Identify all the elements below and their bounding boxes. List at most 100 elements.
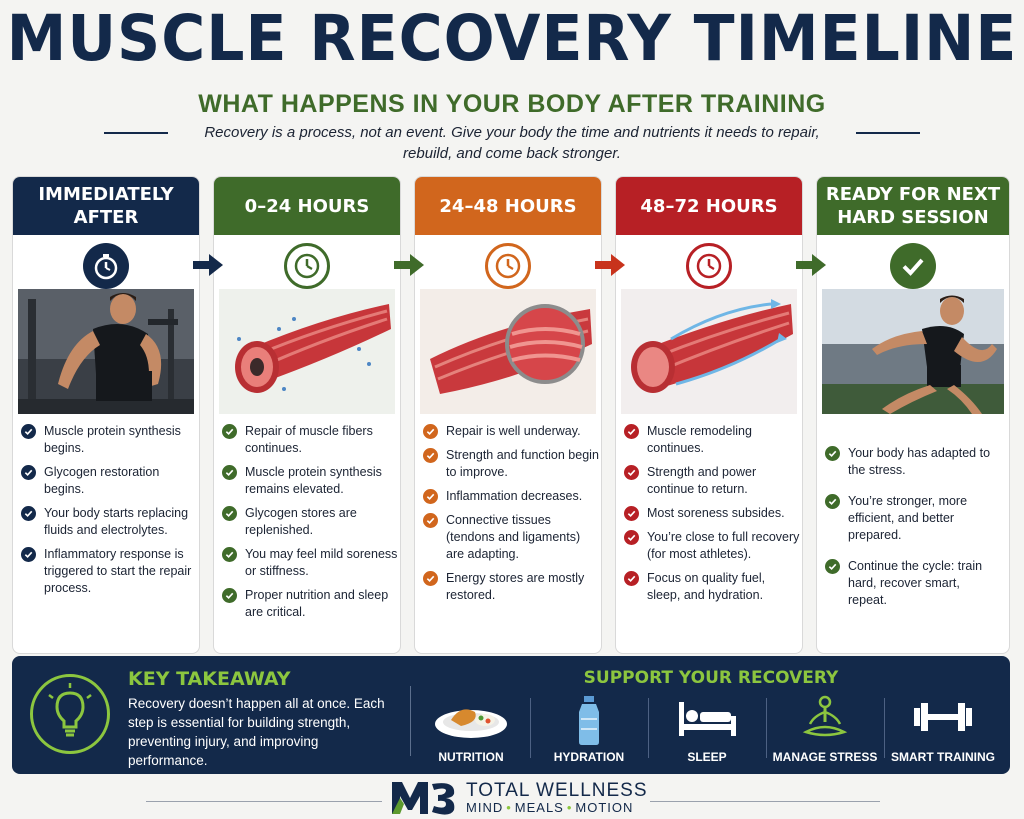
stage-0-24-hours: 0–24 HOURS Repair of muscle fibers conti… [213, 176, 401, 654]
checkmark-icon [890, 243, 936, 289]
checkmark-icon [222, 547, 237, 562]
stage-24-48-hours: 24–48 HOURS Repair is well underway. Str… [414, 176, 602, 654]
brand-tagline: MIND•MEALS•MOTION [466, 800, 634, 815]
stage-heading: 48–72 HOURS [616, 177, 802, 235]
checkmark-icon [825, 559, 840, 574]
arrow-right-icon [595, 254, 625, 276]
checkmark-icon [21, 424, 36, 439]
checkmark-icon [423, 489, 438, 504]
checkmark-icon [222, 588, 237, 603]
list-item: Strength and power continue to return. [624, 464, 800, 498]
checkmark-icon [423, 424, 438, 439]
arrow-right-icon [193, 254, 223, 276]
list-item: Most soreness subsides. [624, 505, 800, 522]
checkmark-icon [825, 494, 840, 509]
divider [530, 698, 531, 758]
checkmark-icon [423, 448, 438, 463]
divider [648, 698, 649, 758]
checkmark-icon [624, 424, 639, 439]
list-item: Your body has adapted to the stress. [825, 445, 1001, 479]
key-takeaway-text: Recovery doesn’t happen all at once. Eac… [128, 696, 385, 768]
stage-items: Repair of muscle fibers continues. Muscl… [222, 423, 398, 628]
support-smart-training: SMART TRAINING [884, 694, 1002, 772]
checkmark-icon [423, 571, 438, 586]
support-title: SUPPORT YOUR RECOVERY [583, 668, 839, 688]
checkmark-icon [21, 547, 36, 562]
list-item: Inflammatory response is triggered to st… [21, 546, 197, 597]
list-item: You may feel mild soreness or stiffness. [222, 546, 398, 580]
muscle-fiber-repairing-image [420, 289, 596, 414]
footer-rule-right [650, 801, 880, 802]
arrow-right-icon [796, 254, 826, 276]
food-plate-icon [435, 709, 507, 738]
divider [410, 686, 411, 756]
list-item: Repair is well underway. [423, 423, 599, 440]
list-item: Repair of muscle fibers continues. [222, 423, 398, 457]
stage-heading: READY FOR NEXT HARD SESSION [817, 177, 1009, 235]
support-sleep: SLEEP [648, 694, 766, 772]
water-bottle-icon [579, 696, 599, 745]
stage-heading: 0–24 HOURS [214, 177, 400, 235]
clock-icon [485, 243, 531, 289]
lightbulb-icon [30, 674, 110, 754]
key-takeaway-title: KEY TAKEAWAY [128, 668, 291, 690]
support-manage-stress: MANAGE STRESS [766, 694, 884, 772]
checkmark-icon [423, 513, 438, 528]
page-title: MUSCLE RECOVERY TIMELINE [6, 2, 1018, 76]
checkmark-icon [624, 571, 639, 586]
list-item: Glycogen stores are replenished. [222, 505, 398, 539]
bed-icon [679, 702, 736, 736]
athlete-sprinting-image [822, 289, 1004, 414]
checkmark-icon [624, 465, 639, 480]
stage-48-72-hours: 48–72 HOURS Muscle remodeling continues.… [615, 176, 803, 654]
checkmark-icon [222, 506, 237, 521]
support-hydration: HYDRATION [530, 694, 648, 772]
brand-logo [392, 782, 455, 815]
checkmark-icon [222, 465, 237, 480]
stage-immediately-after: IMMEDIATELY AFTER Muscle protein synthes [12, 176, 200, 654]
intro-text: Recovery is a process, not an event. Giv… [204, 124, 820, 162]
list-item: Glycogen restoration begins. [21, 464, 197, 498]
stage-heading: 24–48 HOURS [415, 177, 601, 235]
checkmark-icon [21, 465, 36, 480]
brand-name: TOTAL WELLNESS [466, 780, 648, 801]
list-item: Proper nutrition and sleep are critical. [222, 587, 398, 621]
clock-icon [686, 243, 732, 289]
support-nutrition: NUTRITION [412, 694, 530, 772]
list-item: You’re close to full recovery (for most … [624, 529, 800, 563]
list-item: Muscle protein synthesis remains elevate… [222, 464, 398, 498]
list-item: Continue the cycle: train hard, recover … [825, 558, 1001, 609]
stage-items: Muscle protein synthesis begins. Glycoge… [21, 423, 197, 604]
checkmark-icon [21, 506, 36, 521]
list-item: Connective tissues (tendons and ligament… [423, 512, 599, 563]
intro-rule-left [104, 132, 168, 134]
list-item: Muscle protein synthesis begins. [21, 423, 197, 457]
list-item: Inflammation decreases. [423, 488, 599, 505]
stage-heading: IMMEDIATELY AFTER [13, 177, 199, 235]
footer-rule-left [146, 801, 382, 802]
list-item: You’re stronger, more efficient, and bet… [825, 493, 1001, 544]
list-item: Your body starts replacing fluids and el… [21, 505, 197, 539]
stage-items: Repair is well underway. Strength and fu… [423, 423, 599, 611]
stage-ready-next-session: READY FOR NEXT HARD SESSION Your body ha… [816, 176, 1010, 654]
dumbbell-icon [914, 703, 972, 731]
muscle-fiber-damaged-image [219, 289, 395, 414]
meditation-icon [802, 695, 848, 737]
bottom-panel: KEY TAKEAWAY Recovery doesn’t happen all… [12, 656, 1010, 774]
list-item: Muscle remodeling continues. [624, 423, 800, 457]
page-subtitle: WHAT HAPPENS IN YOUR BODY AFTER TRAINING [198, 90, 826, 118]
divider [766, 698, 767, 758]
clock-icon [284, 243, 330, 289]
stage-items: Your body has adapted to the stress. You… [825, 445, 1001, 616]
arrow-right-icon [394, 254, 424, 276]
stage-items: Muscle remodeling continues. Strength an… [624, 423, 800, 611]
list-item: Strength and function begin to improve. [423, 447, 599, 481]
checkmark-icon [825, 446, 840, 461]
checkmark-icon [222, 424, 237, 439]
checkmark-icon [624, 506, 639, 521]
muscle-fiber-remodeling-image [621, 289, 797, 414]
checkmark-icon [624, 530, 639, 545]
list-item: Focus on quality fuel, sleep, and hydrat… [624, 570, 800, 604]
athlete-resting-image [18, 289, 194, 414]
stopwatch-icon [83, 243, 129, 289]
